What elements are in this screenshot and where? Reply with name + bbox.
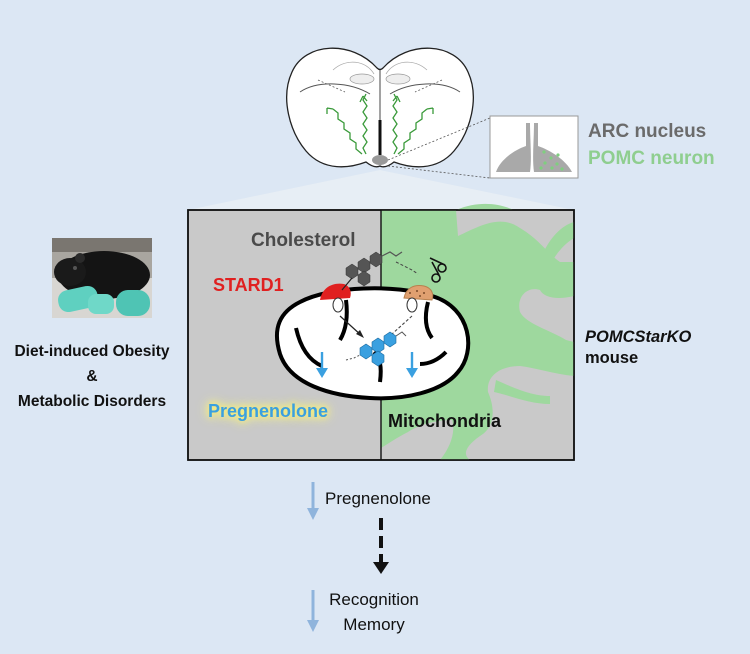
stard1-protein: [320, 283, 351, 300]
recognition-line-2: Memory: [343, 615, 405, 634]
mitochondria-label: Mitochondria: [388, 411, 501, 431]
memory-decrease-arrow: [307, 590, 319, 632]
cholesterol-label: Cholesterol: [251, 230, 356, 251]
diet-line-3: Metabolic Disorders: [17, 393, 167, 410]
pregnenolone-decrease-arrow: [307, 482, 319, 520]
cholesterol-molecule-icon: [345, 251, 403, 287]
brain-section-icon: [286, 47, 474, 168]
arc-nucleus-label: ARC nucleus: [588, 121, 707, 142]
stard1-knockout: [403, 285, 434, 301]
arc-nucleus-icon: [489, 115, 579, 179]
pregnenolone-molecule-icon: [359, 331, 397, 367]
decrease-arrow-icon: [316, 352, 328, 378]
pomc-neuron-shape: [381, 210, 574, 460]
mouse-line-1: POMCStarKO: [585, 328, 692, 346]
pomcstarko-mouse-label: POMCStarKO mouse: [585, 327, 691, 369]
mechanism-panel: [187, 203, 575, 461]
mouse-photo-icon: [52, 238, 152, 318]
pregnenolone-inner-label: Pregnenolone: [208, 401, 329, 421]
decrease-arrow-icon: [406, 352, 418, 378]
cascade-arrow: [373, 518, 389, 574]
pregnenolone-outcome-label: Pregnenolone: [325, 489, 431, 508]
pomc-neuron-label: POMC neuron: [588, 148, 715, 169]
diet-induced-obesity-label: Diet-induced Obesity & Metabolic Disorde…: [6, 339, 178, 414]
recognition-line-1: Recognition: [329, 590, 419, 609]
mouse-line-2: mouse: [585, 349, 639, 367]
recognition-memory-label: Recognition Memory: [318, 587, 430, 637]
diet-line-2: &: [86, 368, 98, 385]
diet-line-1: Diet-induced Obesity: [14, 343, 170, 360]
stard1-label: STARD1: [213, 275, 284, 295]
scissors-icon: [429, 257, 447, 283]
